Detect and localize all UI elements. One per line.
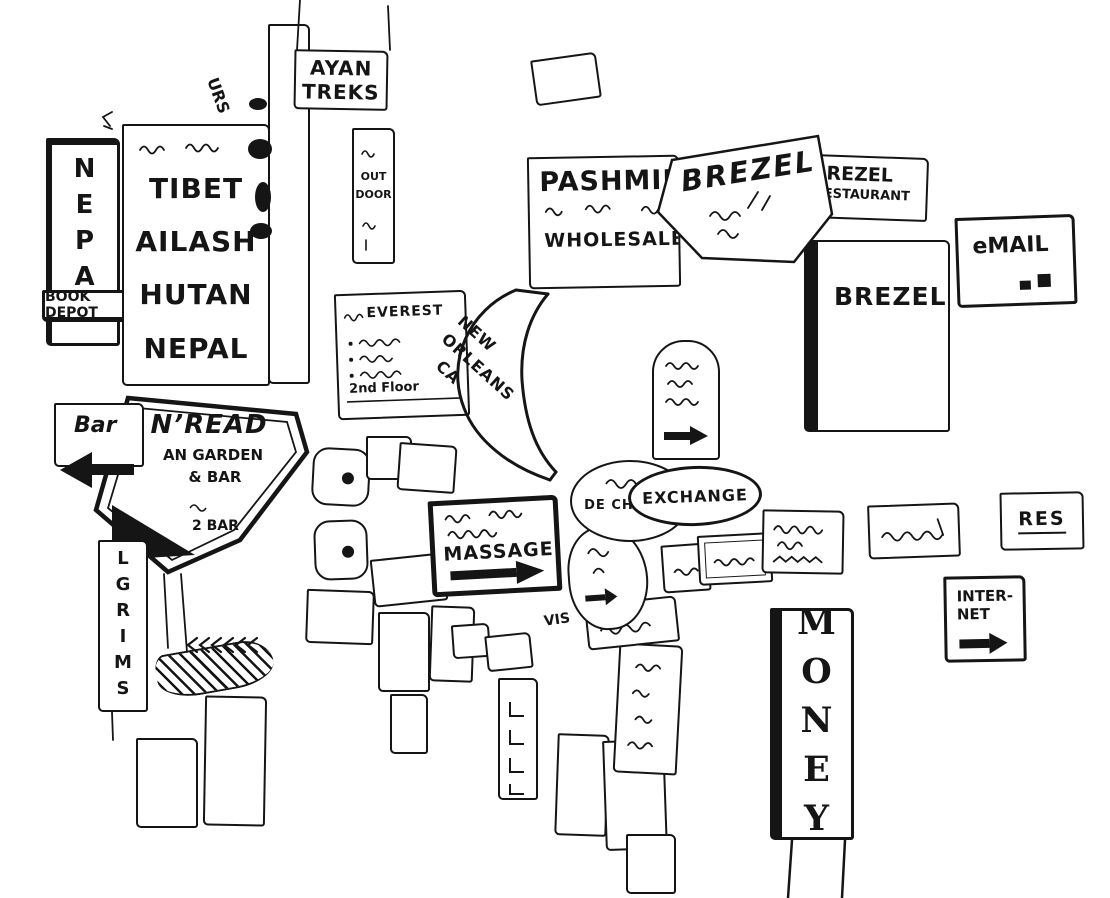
sign-label: TIBET bbox=[148, 172, 244, 205]
building-outline bbox=[312, 519, 370, 581]
scribble-decoration bbox=[444, 509, 523, 540]
sign-label: EVEREST bbox=[366, 302, 444, 322]
sign-label: 2nd Floor bbox=[348, 379, 420, 397]
scribble-decoration bbox=[544, 204, 659, 217]
sign-outdoor: OUT DOOR bbox=[352, 128, 395, 264]
scribble-decoration bbox=[881, 518, 945, 542]
sign-label: LGRIMS bbox=[112, 548, 134, 704]
sign-label: DOOR bbox=[355, 187, 392, 201]
building-outline bbox=[530, 51, 602, 107]
sign-label: EXCHANGE bbox=[641, 484, 749, 508]
sign-pilgrims: LGRIMS bbox=[98, 540, 148, 712]
scribble-decoration bbox=[343, 313, 463, 403]
sign-label: BOOK DEPOT bbox=[45, 289, 98, 321]
sign-label: AN GARDEN bbox=[162, 446, 264, 464]
arrow-right-icon bbox=[959, 632, 1008, 654]
building-outline bbox=[390, 694, 428, 754]
building-outline bbox=[136, 738, 198, 828]
arrow-right-icon bbox=[664, 426, 708, 445]
sign-massage: MASSAGE bbox=[427, 494, 563, 598]
building-outline bbox=[310, 446, 372, 508]
sign-label: TREKS bbox=[301, 79, 380, 105]
scribble-decoration bbox=[361, 150, 376, 251]
scribble-decoration bbox=[189, 504, 207, 512]
arrow-right-icon bbox=[450, 560, 545, 584]
sign-label: AYAN bbox=[309, 55, 373, 81]
sign-label: NET bbox=[956, 604, 991, 624]
scribbled-sign bbox=[660, 542, 712, 594]
sign-label: ESTAURANT bbox=[823, 186, 911, 205]
scribbled-sign bbox=[696, 532, 774, 586]
sign-new-orleans: NEW ORLEANS CA bbox=[432, 282, 580, 492]
sign-label: BREZEL bbox=[834, 282, 947, 311]
scribbled-sign bbox=[867, 502, 961, 560]
sign-tibet-board: TIBET AILASH HUTAN NEPAL bbox=[122, 124, 270, 386]
building-outline bbox=[305, 588, 375, 646]
sign-label: NEPAL bbox=[143, 331, 249, 365]
sign-label: MONEY bbox=[796, 601, 837, 847]
sign-ayan-treks: AYAN TREKS bbox=[293, 49, 389, 111]
building-outline bbox=[626, 834, 676, 894]
building-outline bbox=[484, 631, 534, 673]
sign-label: RES bbox=[1018, 507, 1066, 535]
sign-label: 2 BAR bbox=[192, 518, 239, 534]
sign-label: VIS bbox=[543, 610, 572, 630]
scribble-decoration bbox=[709, 191, 771, 239]
sign-label: N’READ bbox=[150, 410, 268, 440]
ink-marks-decoration bbox=[1019, 273, 1051, 290]
sign-label: OUT bbox=[360, 170, 387, 183]
ladder-sign-outline bbox=[498, 678, 538, 800]
scribble-decoration bbox=[605, 479, 637, 489]
scribble-and-arrow-decoration bbox=[585, 548, 618, 606]
sign-label: INTER- bbox=[956, 586, 1014, 606]
scribbled-tall-sign bbox=[612, 642, 684, 776]
scribble-decoration bbox=[139, 143, 219, 155]
sign-outline bbox=[656, 134, 834, 264]
scribble-and-arrow-decoration bbox=[664, 362, 708, 445]
sign-brezel-board: BREZEL bbox=[804, 240, 950, 432]
sign-text-block: TIBET AILASH HUTAN NEPAL bbox=[124, 162, 268, 375]
arrow-right-icon bbox=[585, 588, 618, 606]
sign-email: eMAIL bbox=[954, 213, 1078, 309]
sign-label: REZEL bbox=[826, 162, 894, 187]
scribble-decoration bbox=[713, 557, 755, 567]
sign-label: & BAR bbox=[188, 468, 242, 486]
scribble-decoration bbox=[673, 567, 699, 576]
sign-urs: URS bbox=[203, 75, 233, 116]
crescent-outline bbox=[456, 288, 558, 482]
sign-label: HUTAN bbox=[139, 278, 253, 312]
hatched-awning-decoration bbox=[152, 636, 278, 702]
sign-everest: EVEREST 2nd Floor bbox=[333, 289, 471, 421]
sign-text-block: OUT DOOR bbox=[354, 168, 393, 203]
sign-label: URS bbox=[203, 74, 234, 117]
building-outline bbox=[378, 612, 430, 692]
ink-dot bbox=[341, 472, 355, 485]
sign-internet: INTER- NET bbox=[943, 575, 1027, 663]
sign-label: Bar bbox=[74, 413, 117, 438]
rounded-arrow-sign bbox=[652, 340, 720, 460]
scribble-decoration bbox=[627, 663, 662, 750]
scribbled-blob-sign bbox=[564, 523, 652, 633]
ladder-marks-icon bbox=[509, 702, 524, 795]
scribbled-sign bbox=[761, 509, 845, 575]
ink-dot bbox=[341, 545, 355, 558]
building-outline bbox=[202, 695, 268, 827]
sign-res: RES bbox=[999, 491, 1085, 551]
sign-label: eMAIL bbox=[972, 231, 1049, 260]
sign-label: AILASH bbox=[135, 225, 257, 259]
sign-outline bbox=[93, 395, 310, 575]
sign-pashmina: PASHMIN WHOLESALE bbox=[526, 154, 682, 290]
scribble-decoration bbox=[772, 525, 824, 564]
sign-vis: VIS bbox=[543, 610, 571, 629]
sign-money: MONEY bbox=[770, 602, 854, 847]
sign-brezel-angled: BREZEL bbox=[652, 130, 836, 270]
sign-bar: Bar bbox=[54, 403, 144, 467]
sign-read-garden-bar: N’READ AN GARDEN & BAR 2 BAR bbox=[90, 390, 315, 580]
